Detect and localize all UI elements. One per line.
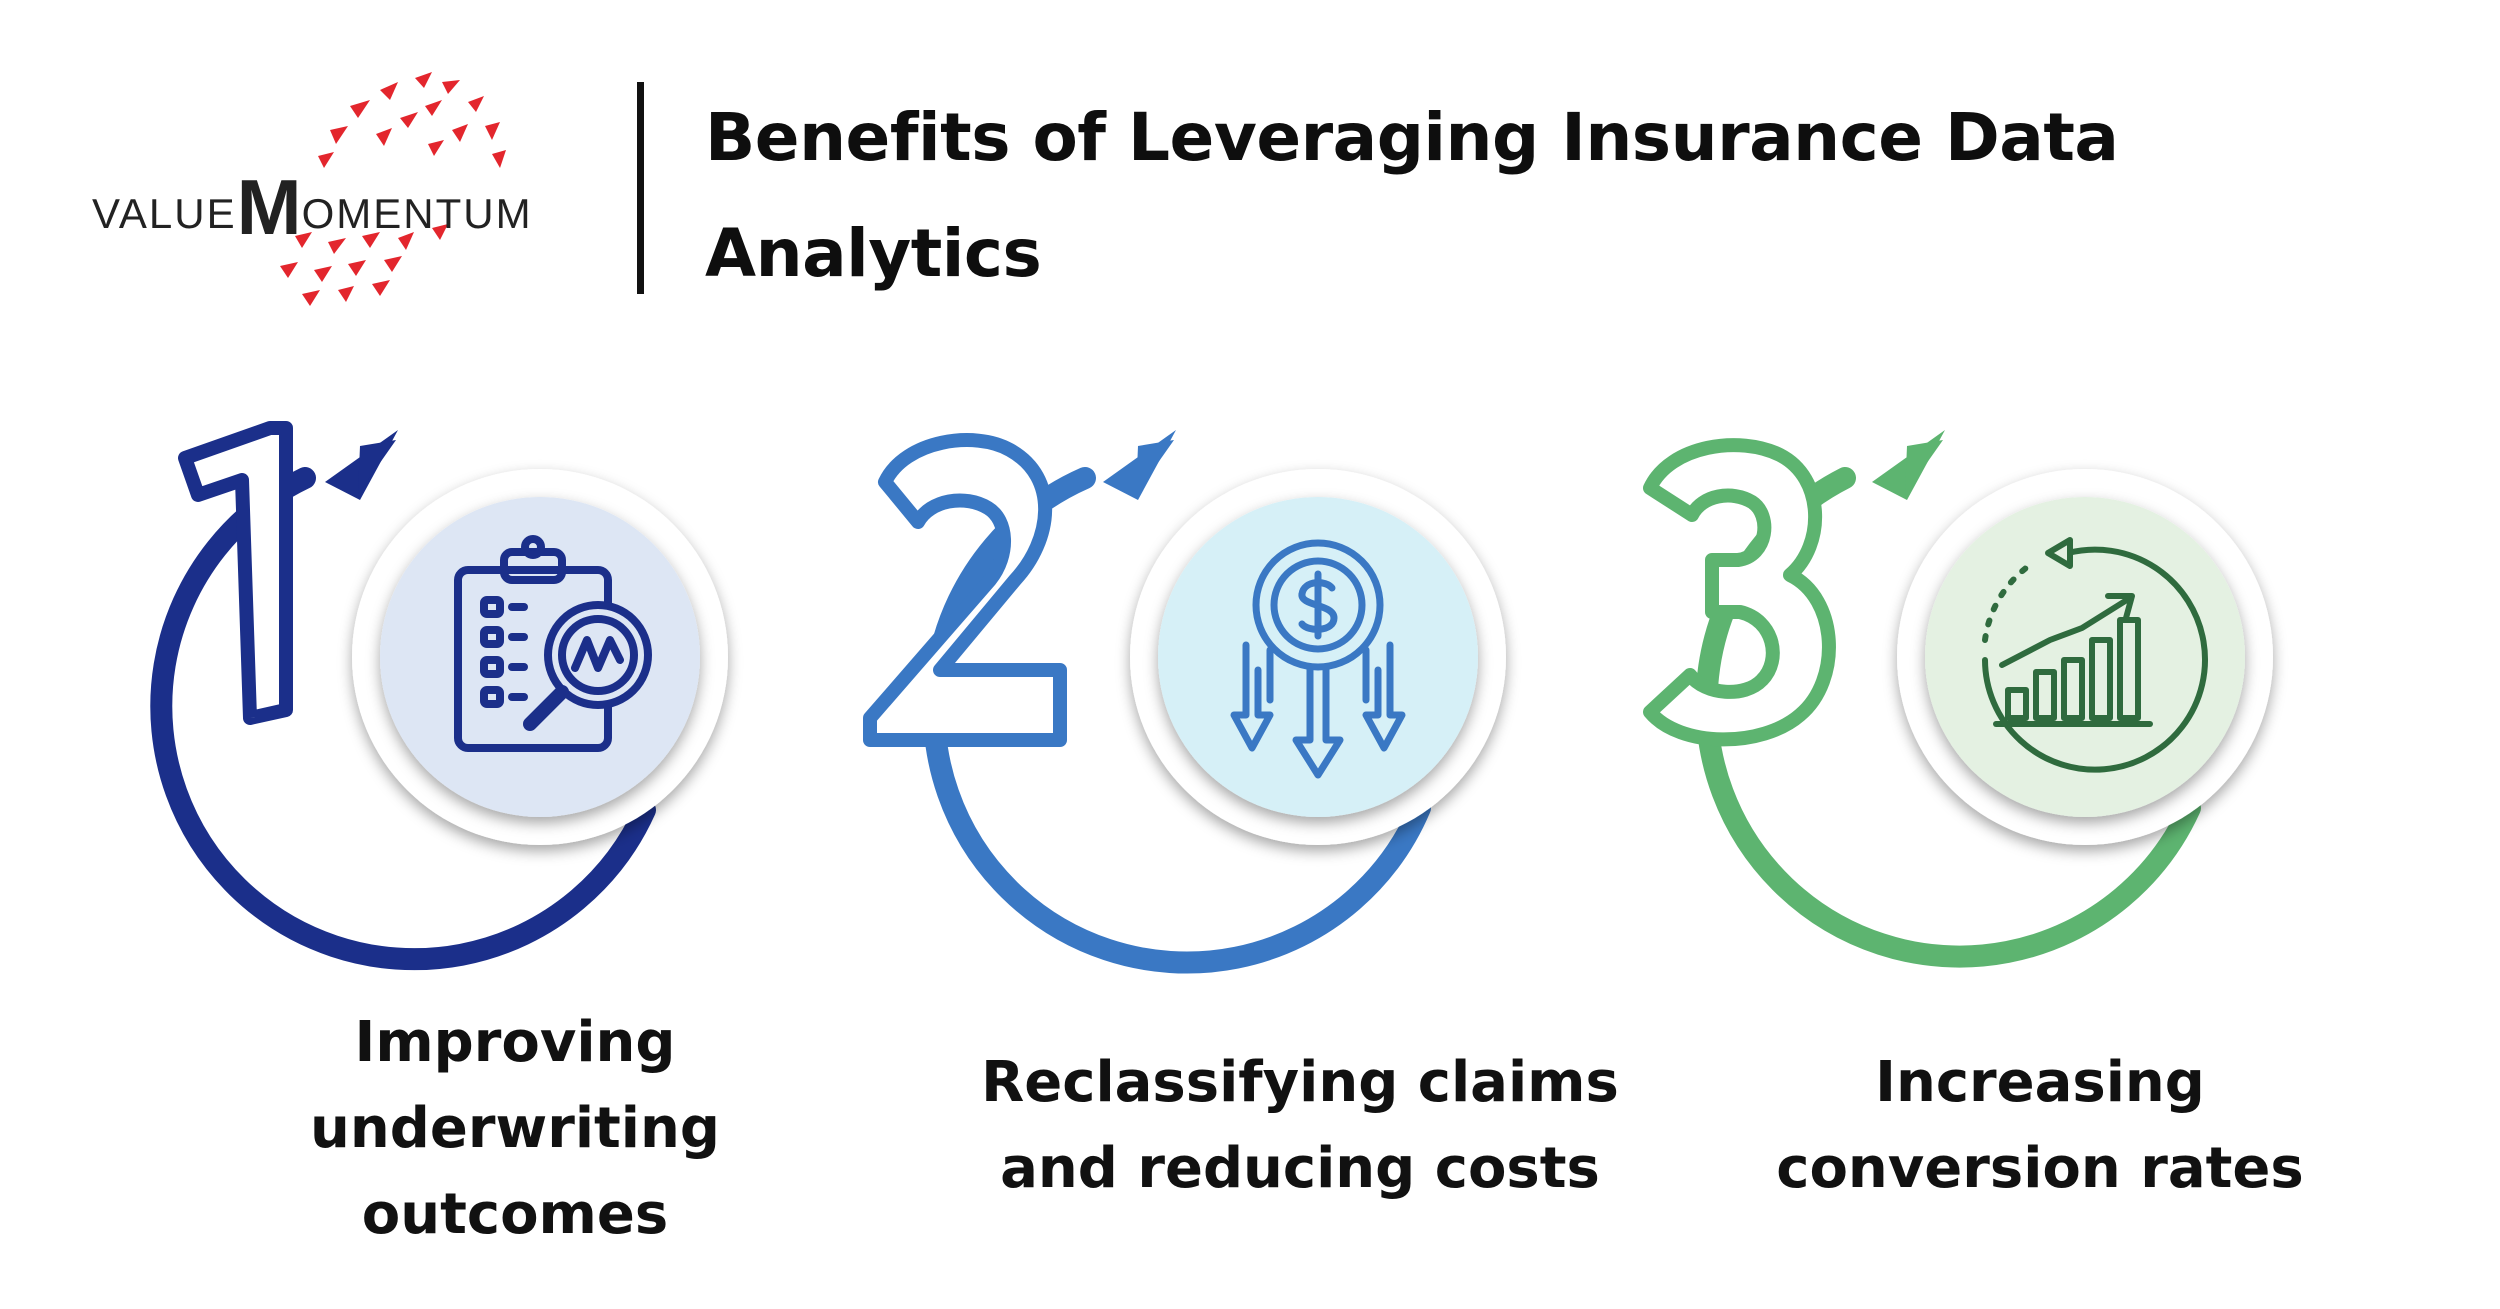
step-2 — [863, 430, 1506, 974]
clipboard-magnifier-icon — [454, 535, 652, 752]
page-title: Benefits of Leveraging Insurance Data An… — [705, 99, 2119, 292]
step-3-number-outline — [1643, 438, 1836, 747]
company-logo: VALUEMOMENTUM — [80, 60, 600, 310]
growth-chart-icon — [1982, 537, 2208, 773]
logo-suffix: OMENTUM — [301, 190, 533, 237]
logo-sparks-icon — [280, 72, 506, 306]
step-1 — [150, 421, 728, 971]
logo-wordmark: VALUEMOMENTUM — [92, 168, 533, 246]
logo-initial: M — [236, 163, 302, 251]
step-2-number-outline — [863, 433, 1067, 747]
step-2-cycle-arrow — [922, 467, 1431, 974]
step-2-icon-disc — [1158, 497, 1478, 817]
logo-prefix: VALUE — [92, 190, 237, 237]
step-3-label: Increasing conversion rates — [1776, 1050, 2304, 1201]
step-1-number-outline — [178, 421, 293, 725]
dollar-down-arrows-icon — [1230, 539, 1406, 779]
step-3 — [1643, 430, 2273, 968]
step-2-label: Reclassifying claims and reducing costs — [981, 1050, 1619, 1201]
step-1-cycle-arrow — [150, 467, 656, 971]
header-divider — [637, 82, 644, 294]
step-1-label: Improving underwriting outcomes — [310, 1010, 720, 1247]
